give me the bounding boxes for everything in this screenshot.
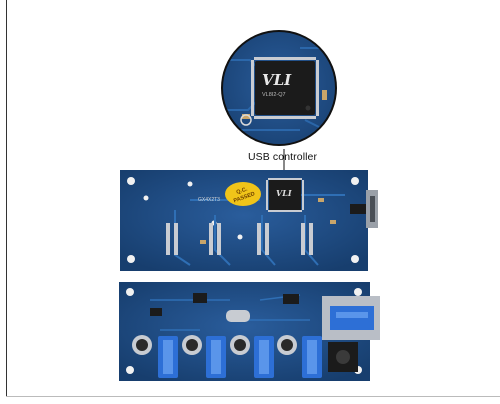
callout-label: USB controller bbox=[248, 151, 318, 163]
chip-brand: VLI bbox=[262, 71, 292, 89]
crystal bbox=[226, 310, 250, 322]
svg-text:VLI: VLI bbox=[276, 188, 292, 198]
frame-left-border bbox=[6, 0, 7, 396]
svg-text:Q.C.: Q.C. bbox=[236, 186, 249, 196]
usb-controller-chip-zoom bbox=[255, 61, 315, 115]
frame-bottom-border bbox=[6, 396, 500, 397]
chip-ref: U5 bbox=[313, 138, 321, 144]
qc-passed-stamp bbox=[225, 182, 261, 206]
pcb-top-view: VLI Q.C. PASSED GX4X2T3 bbox=[120, 170, 378, 271]
board-code: GX4X2T3 bbox=[198, 197, 220, 203]
usb-ports bbox=[158, 336, 322, 378]
zoom-circle: VLI VL8I2-Q7 U5 bbox=[221, 30, 337, 146]
chip-marking: VL8I2-Q7 bbox=[262, 92, 286, 98]
pcb-bottom-view bbox=[119, 282, 380, 381]
usb-controller-chip bbox=[269, 180, 301, 210]
capacitors bbox=[132, 335, 297, 355]
